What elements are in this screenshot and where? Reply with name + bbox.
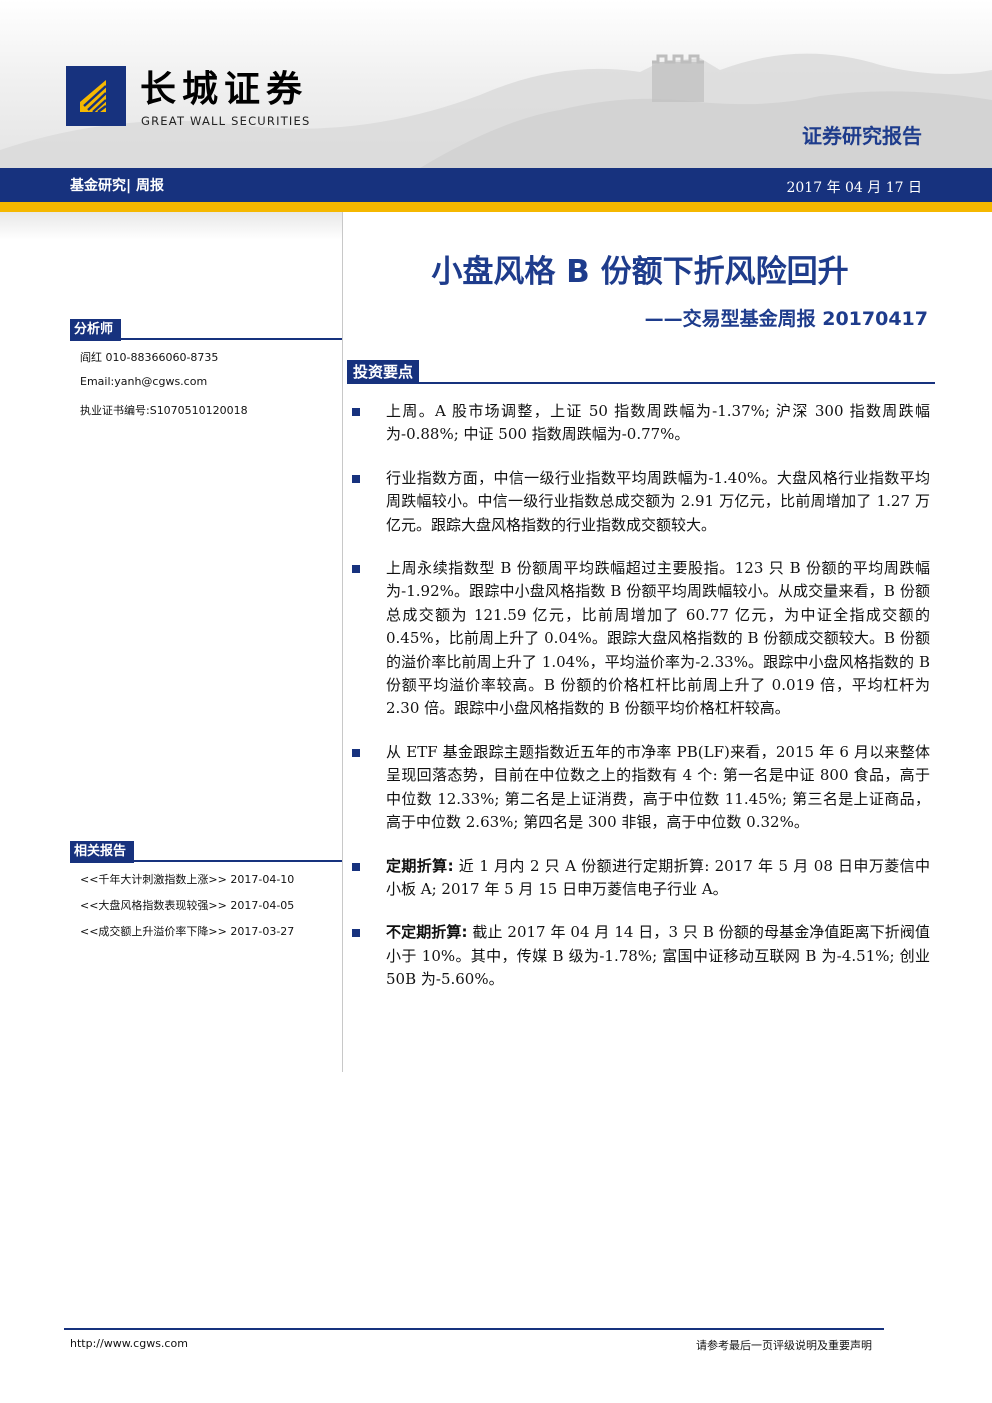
- category-band: [0, 168, 992, 202]
- analyst-heading: 分析师: [70, 318, 342, 341]
- related-reports-heading-label: 相关报告: [70, 841, 135, 863]
- report-subtitle: ——交易型基金周报 20170417: [644, 308, 928, 330]
- key-point-lead: 不定期折算:: [386, 923, 468, 942]
- bullet-square-icon: [352, 929, 360, 938]
- key-point-item: 不定期折算: 截止 2017 年 04 月 14 日，3 只 B 份额的母基金净…: [350, 921, 930, 991]
- great-wall-logo-icon: [66, 66, 126, 126]
- key-points-list: 上周。A 股市场调整，上证 50 指数周跌幅为-1.37%; 沪深 300 指数…: [350, 400, 930, 992]
- analyst-phone: 阎红 010-88366060-8735: [80, 351, 219, 364]
- bullet-square-icon: [352, 474, 360, 483]
- bullet-square-icon: [352, 862, 360, 871]
- key-point-text: 近 1 月内 2 只 A 份额进行定期折算: 2017 年 5 月 08 日申万…: [386, 856, 931, 898]
- analyst-heading-label: 分析师: [70, 319, 122, 341]
- key-point-item: 上周永续指数型 B 份额周平均跌幅超过主要股指。123 只 B 份额的平均周跌幅…: [350, 557, 930, 721]
- key-point-item: 上周。A 股市场调整，上证 50 指数周跌幅为-1.37%; 沪深 300 指数…: [350, 400, 930, 447]
- footer-website-link[interactable]: http://www.cgws.com: [70, 1337, 188, 1350]
- report-date: 2017 年 04 月 17 日: [786, 180, 922, 196]
- key-point-text: 从 ETF 基金跟踪主题指数近五年的市净率 PB(LF)来看，2015 年 6 …: [386, 742, 930, 832]
- report-title: 小盘风格 B 份额下折风险回升: [431, 254, 849, 290]
- key-point-text: 截止 2017 年 04 月 14 日，3 只 B 份额的母基金净值距离下折阀值…: [386, 923, 930, 989]
- key-point-lead: 定期折算:: [386, 856, 454, 875]
- related-reports-heading: 相关报告: [70, 840, 342, 863]
- report-type-label: 证券研究报告: [802, 124, 922, 148]
- great-wall-background-image: [0, 53, 992, 168]
- key-point-text: 上周永续指数型 B 份额周平均跌幅超过主要股指。123 只 B 份额的平均周跌幅…: [386, 559, 930, 718]
- key-point-item: 行业指数方面，中信一级行业指数平均周跌幅为-1.40%。大盘风格行业指数平均周跌…: [350, 467, 930, 537]
- footer-disclaimer: 请参考最后一页评级说明及重要声明: [696, 1339, 872, 1352]
- bullet-square-icon: [352, 565, 360, 574]
- related-report-link[interactable]: <<成交额上升溢价率下降>> 2017-03-27: [80, 925, 295, 938]
- key-point-text: 上周。A 股市场调整，上证 50 指数周跌幅为-1.37%; 沪深 300 指数…: [386, 402, 930, 444]
- sidebar-divider: [342, 212, 343, 1072]
- key-points-heading-label: 投资要点: [347, 360, 420, 384]
- logo-chinese-name: 长城证券: [140, 69, 309, 110]
- report-category: 基金研究| 周报: [70, 178, 164, 194]
- bullet-square-icon: [352, 408, 360, 416]
- accent-stripe: [0, 202, 992, 212]
- key-point-item: 从 ETF 基金跟踪主题指数近五年的市净率 PB(LF)来看，2015 年 6 …: [350, 741, 930, 835]
- page-header: 长城证券 GREAT WALL SECURITIES 证券研究报告: [0, 0, 992, 168]
- sidebar-shade: [0, 212, 342, 240]
- key-point-text: 行业指数方面，中信一级行业指数平均周跌幅为-1.40%。大盘风格行业指数平均周跌…: [386, 468, 930, 534]
- footer-divider: [64, 1328, 884, 1330]
- analyst-email: Email:yanh@cgws.com: [80, 375, 208, 388]
- key-point-item: 定期折算: 近 1 月内 2 只 A 份额进行定期折算: 2017 年 5 月 …: [350, 855, 930, 902]
- key-points-heading: 投资要点: [347, 360, 935, 384]
- bullet-square-icon: [352, 748, 360, 757]
- analyst-license: 执业证书编号:S1070510120018: [80, 404, 248, 417]
- related-report-link[interactable]: <<大盘风格指数表现较强>> 2017-04-05: [80, 899, 295, 912]
- logo-english-name: GREAT WALL SECURITIES: [141, 114, 311, 128]
- related-report-link[interactable]: <<千年大计刺激指数上涨>> 2017-04-10: [80, 873, 295, 886]
